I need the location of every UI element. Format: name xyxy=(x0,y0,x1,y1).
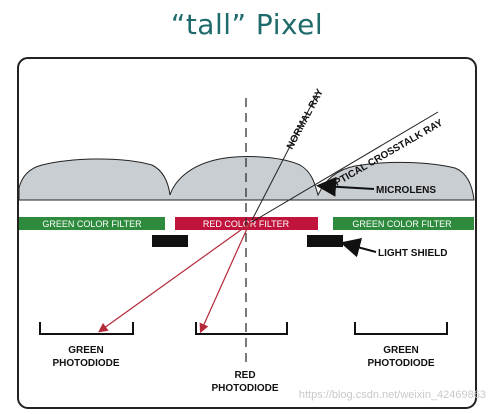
green-photodiode-left-line2: PHOTODIODE xyxy=(52,358,119,369)
red-photodiode-bracket xyxy=(195,322,288,335)
green-filter-left-label: GREEN COLOR FILTER xyxy=(42,219,142,229)
watermark-text: https://blog.csdn.net/weixin_42469863 xyxy=(299,389,486,401)
light-shield-label: LIGHT SHIELD xyxy=(378,248,447,259)
green-color-filter-right xyxy=(333,217,474,230)
green-photodiode-left-line1: GREEN xyxy=(68,345,104,356)
green-photodiode-left-bracket xyxy=(39,322,134,335)
normal-refracted-ray xyxy=(199,221,251,334)
microlens-pointer-arrow xyxy=(316,176,375,197)
normal-ray-label: NORMAL RAY xyxy=(285,87,326,151)
red-photodiode-line1: RED xyxy=(234,370,255,381)
green-photodiode-right-line2: PHOTODIODE xyxy=(367,358,434,369)
green-color-filter-left xyxy=(19,217,165,230)
normal-ray-line xyxy=(251,91,319,221)
green-filter-right-label: GREEN COLOR FILTER xyxy=(352,219,452,229)
red-photodiode-line2: PHOTODIODE xyxy=(211,383,278,394)
light-shield-pointer-arrow xyxy=(340,237,377,258)
green-photodiode-right-bracket xyxy=(354,322,448,335)
crosstalk-ray-line xyxy=(251,111,439,223)
crosstalk-refracted-ray xyxy=(98,221,253,333)
frame xyxy=(17,57,477,409)
light-shield-right xyxy=(307,235,343,247)
microlens-label: MICROLENS xyxy=(376,185,436,196)
diagram-title: “tall” Pixel xyxy=(170,8,324,41)
green-photodiode-right-line1: GREEN xyxy=(383,345,419,356)
light-shield-left xyxy=(152,235,188,247)
